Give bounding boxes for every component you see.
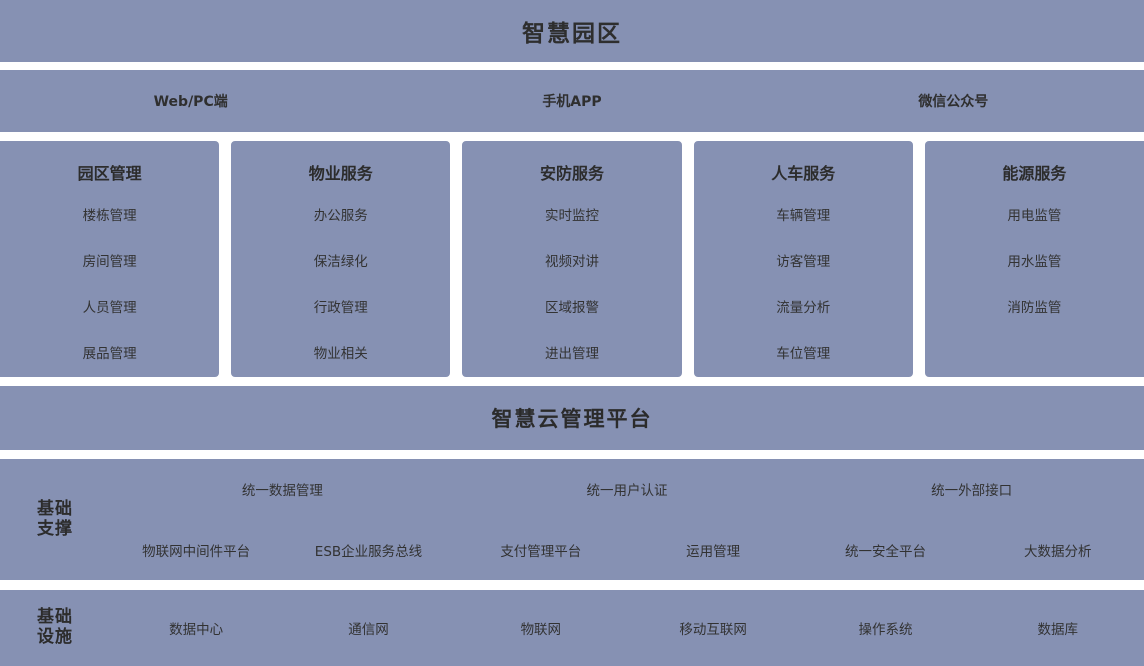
main-title-band: 智慧园区 <box>0 0 1144 62</box>
channel-web-pc[interactable]: Web/PC端 <box>153 94 228 110</box>
card-item[interactable]: 展品管理 <box>82 346 137 362</box>
base-support-body: 统一数据管理 统一用户认证 统一外部接口 物联网中间件平台 ESB企业服务总线 … <box>110 459 1144 580</box>
access-channels-band: Web/PC端 手机APP 微信公众号 <box>0 70 1144 132</box>
card-item[interactable]: 用水监管 <box>1007 254 1062 270</box>
support-item-unified-external-interface[interactable]: 统一外部接口 <box>931 483 1013 500</box>
base-support-band: 基础 支撑 统一数据管理 统一用户认证 统一外部接口 物联网中间件平台 ESB企… <box>0 459 1144 580</box>
infra-item-data-center[interactable]: 数据中心 <box>169 622 224 638</box>
card-item[interactable]: 访客管理 <box>776 254 831 270</box>
card-item[interactable]: 楼栋管理 <box>82 208 137 224</box>
infrastructure-body: 数据中心 通信网 物联网 移动互联网 操作系统 数据库 <box>110 618 1144 638</box>
base-support-bottom-row: 物联网中间件平台 ESB企业服务总线 支付管理平台 运用管理 统一安全平台 大数… <box>110 520 1144 581</box>
support-item-payment-management-platform[interactable]: 支付管理平台 <box>500 543 582 560</box>
cloud-platform-band: 智慧云管理平台 <box>0 386 1144 450</box>
infrastructure-band: 基础 设施 数据中心 通信网 物联网 移动互联网 操作系统 数据库 <box>0 590 1144 666</box>
platform-title: 智慧云管理平台 <box>491 407 653 431</box>
card-title: 能源服务 <box>1002 164 1067 183</box>
infra-item-operating-system[interactable]: 操作系统 <box>858 622 913 638</box>
infrastructure-label-line1: 基础 <box>37 607 73 628</box>
service-card-energy-service[interactable]: 能源服务 用电监管 用水监管 消防监管 <box>923 140 1144 378</box>
support-item-esb-enterprise-service-bus[interactable]: ESB企业服务总线 <box>314 543 423 560</box>
base-support-label-line2: 支撑 <box>37 518 73 539</box>
card-item[interactable]: 人员管理 <box>82 300 137 316</box>
infra-item-database[interactable]: 数据库 <box>1037 622 1079 638</box>
card-item-list: 实时监控 视频对讲 区域报警 进出管理 <box>462 193 681 377</box>
base-support-label-line1: 基础 <box>37 498 73 519</box>
service-card-security-service[interactable]: 安防服务 实时监控 视频对讲 区域报警 进出管理 <box>461 140 683 378</box>
service-card-property-service[interactable]: 物业服务 办公服务 保洁绿化 行政管理 物业相关 <box>230 140 452 378</box>
infra-item-iot[interactable]: 物联网 <box>520 622 562 638</box>
card-item[interactable]: 房间管理 <box>82 254 137 270</box>
base-support-label: 基础 支撑 <box>0 498 110 539</box>
support-item-unified-user-auth[interactable]: 统一用户认证 <box>586 483 668 500</box>
service-card-people-vehicle-service[interactable]: 人车服务 车辆管理 访客管理 流量分析 车位管理 <box>692 140 914 378</box>
support-item-big-data-analysis[interactable]: 大数据分析 <box>1024 543 1092 560</box>
support-item-iot-middleware-platform[interactable]: 物联网中间件平台 <box>142 543 251 560</box>
card-item[interactable]: 用电监管 <box>1007 208 1062 224</box>
card-item-list: 用电监管 用水监管 消防监管 <box>925 193 1144 331</box>
card-title: 园区管理 <box>77 164 142 183</box>
channel-wechat-official[interactable]: 微信公众号 <box>918 94 989 110</box>
support-item-application-management[interactable]: 运用管理 <box>686 543 741 560</box>
card-item[interactable]: 实时监控 <box>545 208 599 224</box>
channel-mobile-app[interactable]: 手机APP <box>542 94 602 110</box>
support-item-unified-data-management[interactable]: 统一数据管理 <box>241 483 323 500</box>
page-title: 智慧园区 <box>522 21 622 47</box>
card-item[interactable]: 办公服务 <box>313 208 368 224</box>
card-item[interactable]: 车辆管理 <box>776 208 831 224</box>
infra-item-communication-network[interactable]: 通信网 <box>348 622 389 638</box>
card-item[interactable]: 物业相关 <box>313 346 368 362</box>
card-title: 物业服务 <box>308 164 373 183</box>
service-card-park-management[interactable]: 园区管理 楼栋管理 房间管理 人员管理 展品管理 <box>0 140 221 378</box>
card-item[interactable]: 视频对讲 <box>545 254 599 270</box>
card-title: 人车服务 <box>771 164 836 183</box>
card-item-list: 办公服务 保洁绿化 行政管理 物业相关 <box>231 193 450 377</box>
card-item[interactable]: 进出管理 <box>545 346 599 362</box>
card-item[interactable]: 保洁绿化 <box>313 254 368 270</box>
card-item-list: 车辆管理 访客管理 流量分析 车位管理 <box>694 193 913 377</box>
infra-item-mobile-internet[interactable]: 移动互联网 <box>679 622 747 638</box>
infrastructure-label-line2: 设施 <box>37 627 73 647</box>
card-item[interactable]: 消防监管 <box>1007 300 1062 316</box>
card-item[interactable]: 车位管理 <box>776 346 831 362</box>
base-support-top-row: 统一数据管理 统一用户认证 统一外部接口 <box>110 459 1144 520</box>
service-cards-row: 园区管理 楼栋管理 房间管理 人员管理 展品管理 物业服务 办公服务 保洁绿化 … <box>0 140 1144 378</box>
card-item[interactable]: 行政管理 <box>313 300 368 316</box>
card-item[interactable]: 区域报警 <box>545 300 599 316</box>
card-item[interactable]: 流量分析 <box>776 300 831 316</box>
card-item-list: 楼栋管理 房间管理 人员管理 展品管理 <box>0 193 219 377</box>
infrastructure-label: 基础 设施 <box>0 608 110 647</box>
support-item-unified-security-platform[interactable]: 统一安全平台 <box>844 543 926 560</box>
card-title: 安防服务 <box>540 164 605 183</box>
